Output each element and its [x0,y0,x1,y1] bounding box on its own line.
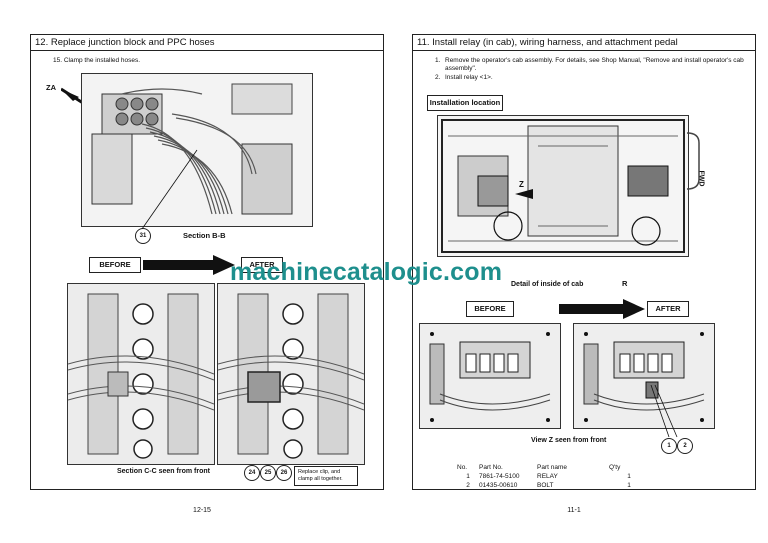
left-page-title: 12. Replace junction block and PPC hoses [35,37,215,48]
col-no: No. [457,464,468,471]
table-row: 2 01435-00610 BOLT 1 [457,481,649,490]
right-arrow-icon [143,255,235,275]
section-cc-caption: Section C-C seen from front [117,468,210,475]
row-qty: 1 [627,473,631,480]
right-page-frame: 11. Install relay (in cab), wiring harne… [412,34,756,490]
before-label: BEFORE [466,301,514,317]
za-label: ZA [46,83,56,92]
parts-table: No. Part No. Part name Q'ty 1 7861-74-51… [457,463,649,490]
installation-location-label: Installation location [427,95,503,111]
section-cc-after-photo [217,283,365,465]
title-divider [413,50,755,51]
callout-25: 25 [260,465,276,481]
view-z-after-photo [573,323,715,429]
view-z-before-photo [419,323,561,429]
row-part-name: RELAY [537,473,558,480]
callout-26: 26 [276,465,292,481]
r-label: R [622,279,628,288]
za-arrow-icon [61,87,84,105]
row-part-no: 01435-00610 [479,482,518,489]
right-page: 11. Install relay (in cab), wiring harne… [390,30,758,516]
step-2-number: 2. [435,74,441,81]
callout-2: 2 [677,438,693,454]
callout-24: 24 [244,465,260,481]
row-no: 1 [466,473,470,480]
row-qty: 1 [627,482,631,489]
step-2-text: Install relay <1>. [445,74,493,81]
section-bb-caption: Section B-B [183,231,226,240]
row-part-name: BOLT [537,482,554,489]
detail-caption: Detail of inside of cab [511,281,584,288]
col-qty: Q'ty [609,464,621,471]
fwd-bracket-icon [686,132,700,190]
right-arrow-icon [559,299,645,319]
step-1-number: 1. [435,57,441,64]
replace-clip-note: Replace clip, and clamp all together. [294,466,358,486]
cab-top-view-photo [437,115,689,257]
before-label: BEFORE [89,257,141,273]
z-arrow-icon [515,189,533,199]
z-label: Z [519,180,524,189]
watermark: machinecatalogic.com [230,258,503,286]
col-part-name: Part name [537,464,567,471]
step-1-text: Remove the operator's cab assembly. For … [445,57,744,72]
leader-lines [650,385,678,438]
after-label: AFTER [241,257,283,273]
row-part-no: 7861-74-5100 [479,473,520,480]
right-page-title: 11. Install relay (in cab), wiring harne… [417,37,678,48]
parts-header-row: No. Part No. Part name Q'ty [457,463,649,472]
right-page-number: 11-1 [567,507,581,514]
callout-31: 31 [135,228,151,244]
left-page-number: 12-15 [193,507,211,514]
left-page: 12. Replace junction block and PPC hoses… [18,30,386,516]
view-z-caption: View Z seen from front [531,437,607,444]
callout-1: 1 [661,438,677,454]
after-label: AFTER [647,301,689,317]
row-no: 2 [466,482,470,489]
left-page-frame: 12. Replace junction block and PPC hoses… [30,34,384,490]
step-15-text: 15. Clamp the installed hoses. [53,57,141,64]
table-row: 1 7861-74-5100 RELAY 1 [457,472,649,481]
leader-line [142,149,198,229]
title-divider [31,50,383,51]
section-cc-before-photo [67,283,215,465]
col-part-no: Part No. [479,464,503,471]
